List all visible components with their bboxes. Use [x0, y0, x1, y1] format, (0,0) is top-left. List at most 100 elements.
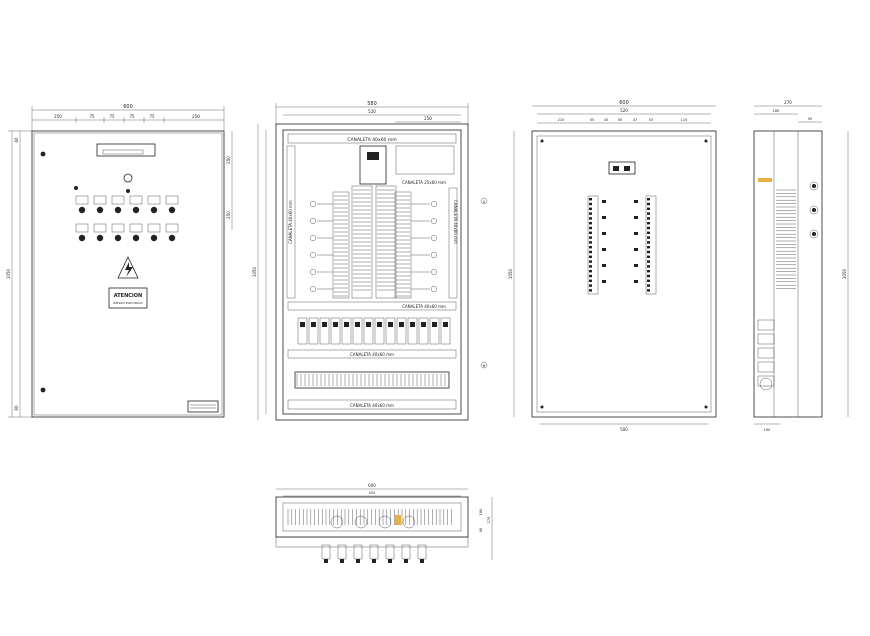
bottom-terminal-strip	[294, 371, 450, 389]
selector-switch-icon	[123, 173, 133, 183]
pushbutton-bottom-2	[93, 223, 107, 233]
relay-1	[297, 317, 308, 345]
backplate-outline	[531, 130, 717, 418]
door-lock-top-icon	[40, 151, 46, 157]
front-width-dim: 600	[123, 104, 133, 110]
drive-unit	[359, 145, 387, 185]
left-control-icon-4	[310, 251, 317, 258]
pushbutton-top-knob-6	[168, 206, 176, 214]
interior-top-right-dim: 250	[424, 116, 432, 121]
bottom-right-dim-2: 180	[479, 509, 483, 516]
pushbutton-bottom-knob-6	[168, 234, 176, 242]
relay-row	[297, 317, 451, 345]
pushbutton-bottom-4	[129, 223, 143, 233]
side-bottom-dim: 190	[764, 428, 771, 432]
pushbutton-top-knob-1	[78, 206, 86, 214]
pushbutton-bottom-6	[165, 223, 179, 233]
callout-b: B	[483, 364, 486, 368]
interior-width-dim: 580	[367, 101, 377, 107]
relay-9	[385, 317, 396, 345]
pushbutton-top-5	[147, 195, 161, 205]
canaleta-low-label: CANALETA 40x60 mm	[350, 352, 394, 357]
backplate-sub-dim-6: 53	[649, 118, 653, 122]
interior-inner-dim: 520	[368, 109, 376, 114]
front-sub-dims: 250 75 75 75 75 250	[54, 114, 200, 119]
bottom-right-dim-1: 270	[487, 517, 491, 524]
backplate-height-dim: 1050	[508, 268, 513, 279]
side-outline	[753, 130, 823, 418]
relay-7	[363, 317, 374, 345]
pushbutton-row-bottom	[75, 223, 179, 242]
pushbutton-top-knob-4	[132, 206, 140, 214]
din-rail-2	[645, 195, 657, 295]
terminal-column-2	[351, 185, 373, 299]
terminal-blocks	[310, 185, 438, 299]
front-height-dim: 1050	[6, 268, 11, 279]
pushbutton-top-3	[111, 195, 125, 205]
backplate-bottom-dim: 500	[620, 427, 628, 432]
interior-height-dim: 1050	[252, 266, 257, 277]
side-motor-icon	[759, 377, 773, 391]
relay-6	[352, 317, 363, 345]
front-sub-dim-2: 75	[89, 114, 95, 119]
pushbutton-bottom-knob-5	[150, 234, 158, 242]
backplate-device	[608, 161, 636, 175]
relay-4	[330, 317, 341, 345]
side-width-dim: 270	[784, 100, 792, 105]
backplate-sub-dim-5: 47	[633, 118, 637, 122]
front-right-dim-top: 250	[226, 156, 231, 164]
pushbutton-top-4	[129, 195, 143, 205]
nameplate	[187, 400, 219, 413]
din-rail-1	[587, 195, 599, 295]
pushbutton-top-knob-2	[96, 206, 104, 214]
cable-gland-icon-4	[402, 515, 416, 529]
side-height-dim: 1050	[842, 268, 847, 279]
front-right-dim-bottom: 250	[226, 211, 231, 219]
canaleta-right-label: CANALETA 40x60 mm	[453, 200, 458, 244]
relay-14	[440, 317, 451, 345]
relay-3	[319, 317, 330, 345]
relay-12	[418, 317, 429, 345]
canaleta-left-label: CANALETA 40x60 mm	[288, 200, 293, 244]
pushbutton-bottom-knob-4	[132, 234, 140, 242]
side-view: 270 180 90 1050 190	[753, 100, 849, 432]
cable-gland-icon-1	[330, 515, 344, 529]
backplate-sub-dim-4: 50	[618, 118, 622, 122]
left-control-icon-5	[310, 269, 317, 276]
backplate-inner-dim: 520	[620, 108, 628, 113]
pushbutton-bottom-knob-1	[78, 234, 86, 242]
pushbutton-bottom-1	[75, 223, 89, 233]
backplate-view: 600 520 210 55 45 50 47 53 110 1050 500	[508, 100, 717, 432]
side-pushbutton-icon-2	[809, 205, 819, 215]
backplate-sub-dim-7: 110	[681, 118, 688, 122]
terminal-column-3	[375, 185, 397, 299]
warning-sign-plate	[108, 287, 148, 309]
relay-5	[341, 317, 352, 345]
pushbutton-row-top	[74, 186, 179, 214]
indicator-icon	[74, 186, 78, 190]
bottom-view: 600 520 270 180 90	[275, 483, 493, 563]
front-sub-dim-4: 75	[129, 114, 135, 119]
pushbutton-bottom-knob-2	[96, 234, 104, 242]
backplate-sub-dim-2: 55	[590, 118, 594, 122]
side-pushbutton-icon-1	[809, 181, 819, 191]
warning-sign-subtitle: RIESGO ELECTRICO	[113, 301, 143, 305]
cable-gland-icon-2	[354, 515, 368, 529]
bottom-accent-device	[395, 515, 401, 525]
relay-11	[407, 317, 418, 345]
pushbutton-top-knob-5	[150, 206, 158, 214]
front-sub-dim-6: 250	[192, 114, 200, 119]
front-sub-dim-3: 75	[109, 114, 115, 119]
side-sub-dim-2: 90	[808, 117, 812, 121]
front-sub-dim-1: 250	[54, 114, 62, 119]
relay-10	[396, 317, 407, 345]
left-control-icon-2	[310, 217, 317, 224]
canaleta-small-label: CANALETA 25x60 mm	[402, 180, 446, 185]
backplate-sub-dims: 210 55 45 50 47 53 110	[558, 118, 688, 122]
terminal-column-4	[394, 191, 412, 299]
right-control-icon-5	[431, 269, 438, 276]
side-pushbutton-icon-3	[809, 229, 819, 239]
door-lock-bottom-icon	[40, 387, 46, 393]
canaleta-bottom-label: CANALETA 40x60 mm	[350, 403, 394, 408]
